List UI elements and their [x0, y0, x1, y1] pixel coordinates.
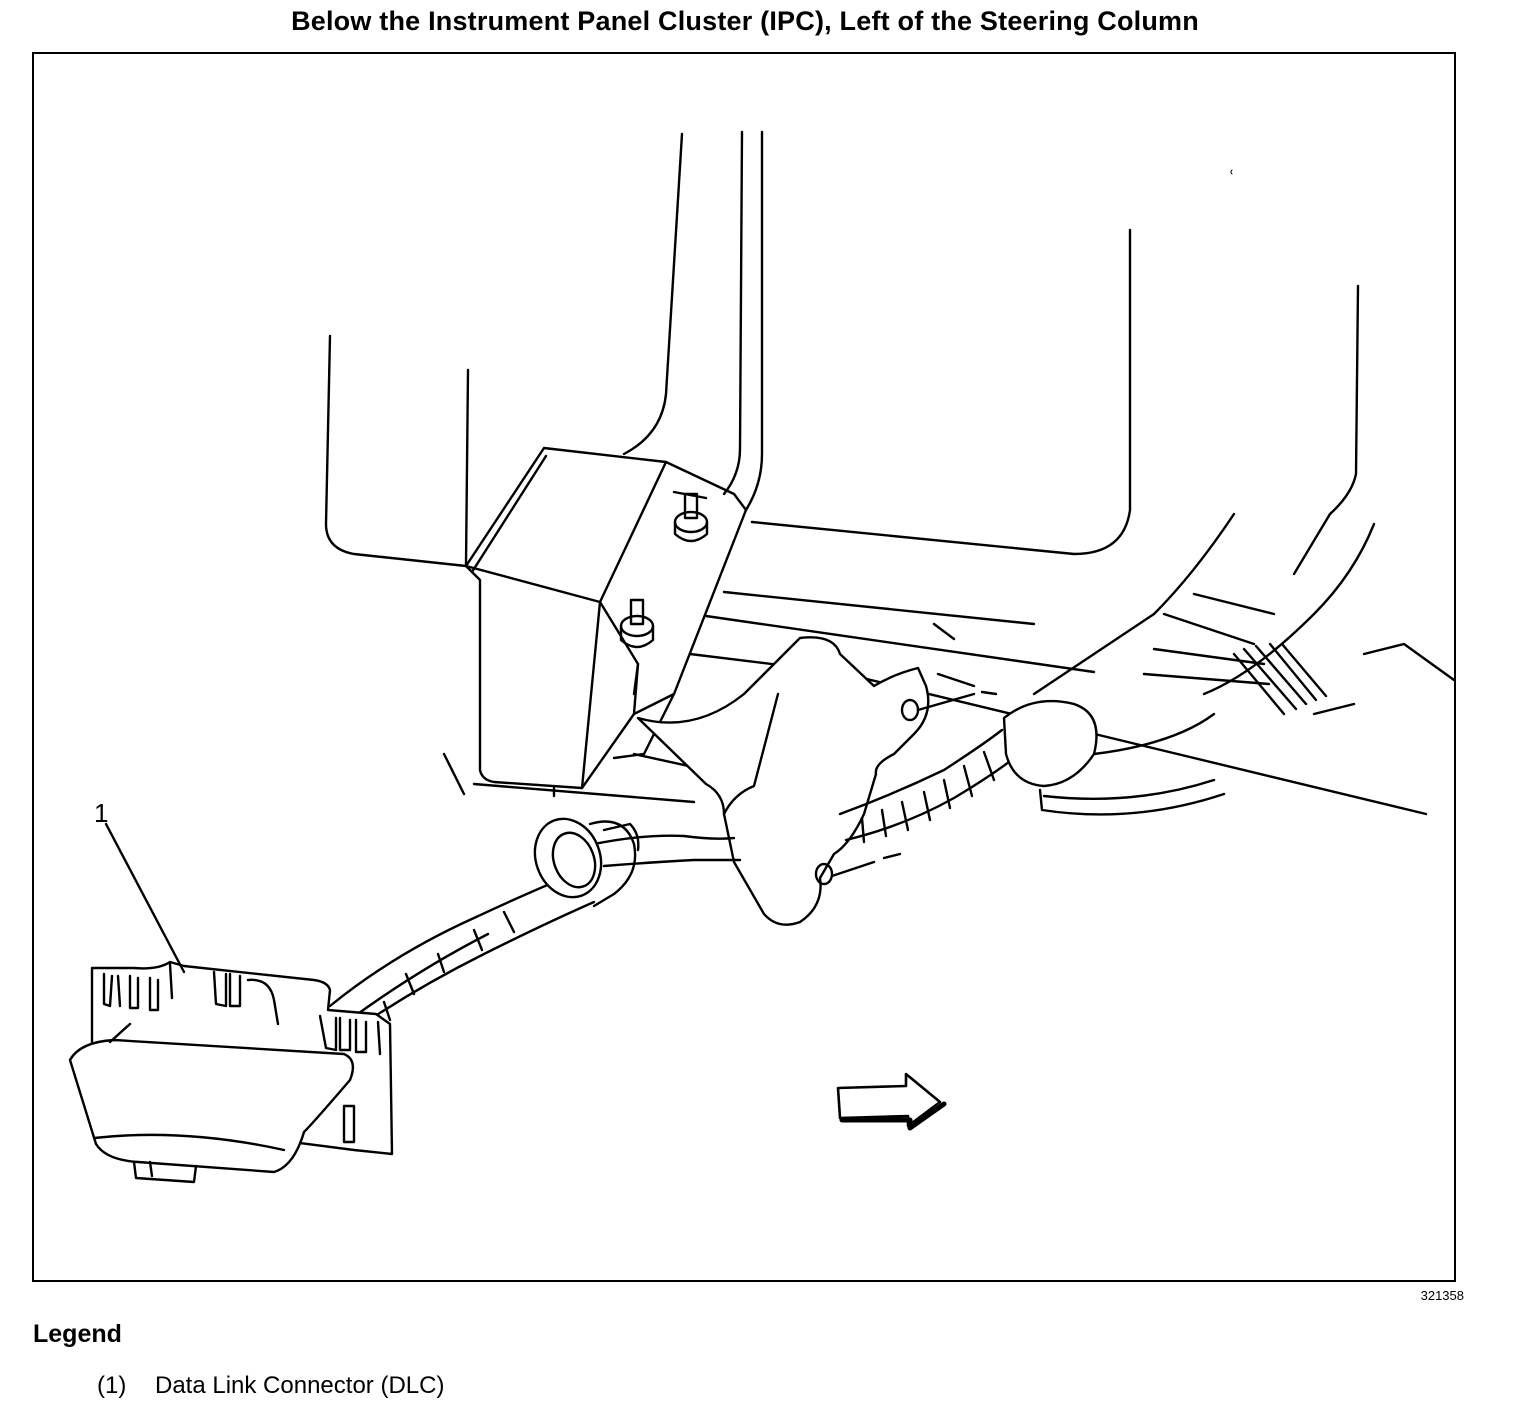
legend-item-number: (1)	[97, 1372, 127, 1399]
legend-item: (1) Data Link Connector (DLC)	[97, 1372, 444, 1400]
stud-nut-upper	[672, 490, 709, 543]
illustration-frame: 1	[32, 52, 1456, 1282]
callout-leader	[104, 822, 186, 974]
mounting-bracket	[464, 446, 748, 798]
dlc-location-illustration: 1	[68, 130, 1454, 1184]
connector-bracket	[636, 636, 998, 926]
wire-harness	[328, 699, 1226, 1046]
data-link-connector	[68, 960, 394, 1184]
figure-number: 321358	[1420, 1288, 1464, 1303]
direction-arrow	[836, 1072, 947, 1131]
legend-item-label: Data Link Connector (DLC)	[155, 1372, 445, 1399]
callout-number: 1	[94, 798, 108, 828]
legend-heading: Legend	[33, 1320, 122, 1348]
page-title: Below the Instrument Panel Cluster (IPC)…	[291, 6, 1199, 36]
stud-nut-lower	[619, 598, 655, 649]
